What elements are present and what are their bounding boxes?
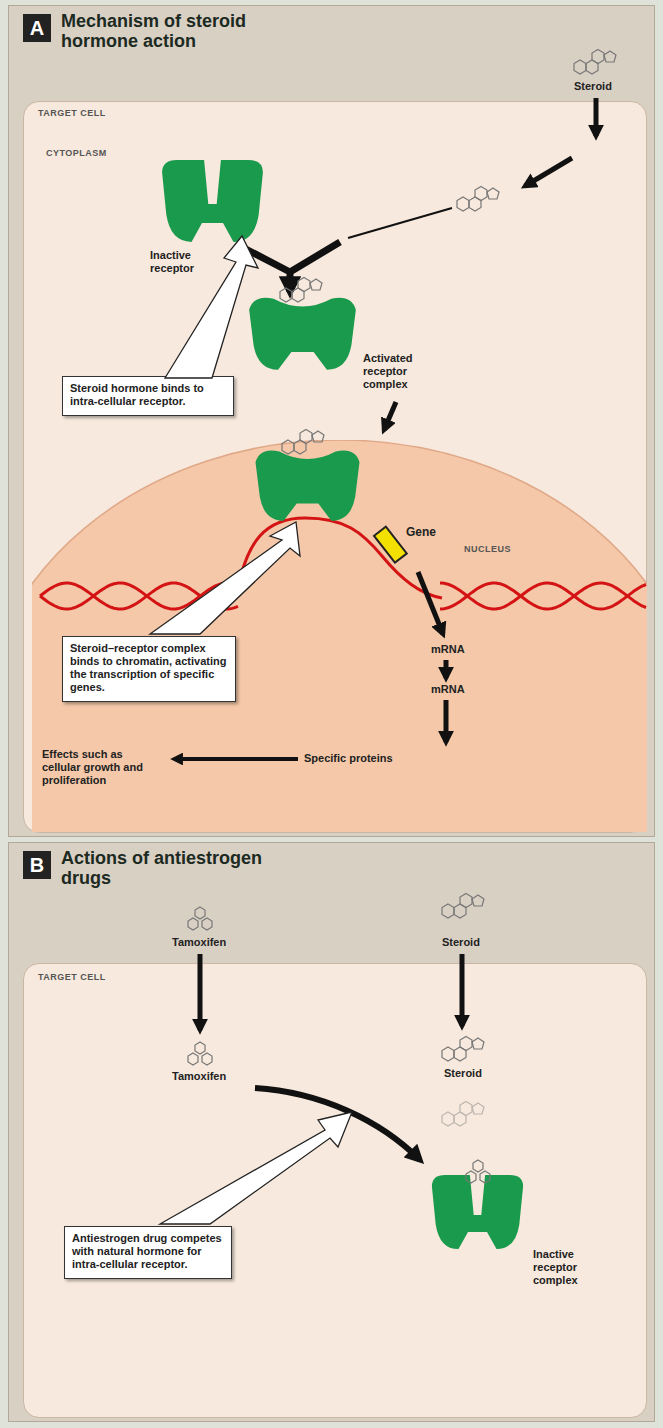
part-label: Steroid [444, 1067, 482, 1080]
callout-box: Steroid–receptor complex binds to chroma… [62, 636, 236, 702]
panel-letter: B [23, 851, 51, 879]
part-label: Steroid [442, 936, 480, 949]
part-label: Tamoxifen [172, 1070, 226, 1083]
callout-box: Antiestrogen drug competes with natural … [64, 1226, 232, 1279]
part-label: mRNA [431, 683, 465, 696]
part-label: Inactive receptor complex [533, 1248, 617, 1287]
part-label: Activated receptor complex [363, 352, 447, 391]
node-label: TARGET CELL [38, 972, 106, 982]
part-label: Specific proteins [304, 752, 393, 765]
part-label: Effects such as cellular growth and prol… [42, 748, 164, 787]
panel: A Mechanism of steroid hormone actionTARG… [8, 5, 655, 837]
target-cell: TARGET CELL Antiestrogen drug competes wi… [23, 963, 647, 1418]
part-label: Tamoxifen [172, 936, 226, 949]
callout-text: Antiestrogen drug competes with natural … [72, 1232, 224, 1271]
node-label: NUCLEUS [464, 544, 511, 554]
node-label: CYTOPLASM [46, 148, 107, 158]
part-label: mRNA [431, 643, 465, 656]
callout-text: Steroid–receptor complex binds to chroma… [70, 642, 228, 694]
panel-letter: A [23, 14, 51, 42]
node-label: TARGET CELL [38, 108, 106, 118]
node-label: Mechanism of steroid hormone action [61, 11, 311, 51]
callout-text: Steroid hormone binds to intra-cellular … [70, 382, 226, 408]
callout-box: Steroid hormone binds to intra-cellular … [62, 376, 234, 416]
part-label: Steroid [574, 80, 612, 93]
part-label: Gene [406, 526, 436, 539]
node-label: Actions of antiestrogen drugs [61, 848, 311, 888]
part-label: Inactive receptor [150, 249, 214, 275]
